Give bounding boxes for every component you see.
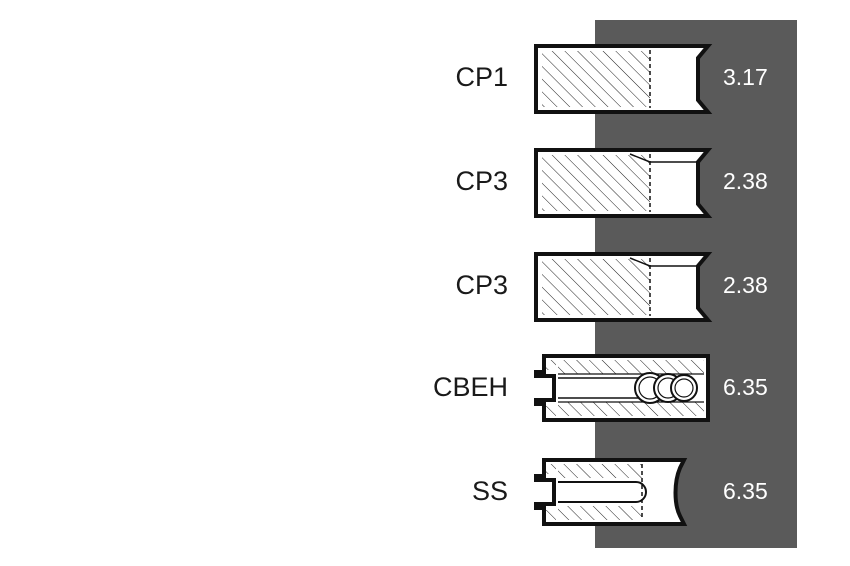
ring-width-value: 2.38 xyxy=(723,168,768,194)
slotted-oil-ring-profile-icon xyxy=(534,458,688,526)
ring-width-value: 6.35 xyxy=(723,374,768,400)
ring-row-ss: SS 6.35 xyxy=(0,458,850,528)
ring-width-value: 6.35 xyxy=(723,478,768,504)
taper-face-ring-profile-icon xyxy=(534,252,713,322)
ring-label: CBEH xyxy=(432,372,508,402)
ring-width-value: 2.38 xyxy=(723,272,768,298)
ring-label: SS xyxy=(471,476,508,506)
taper-face-ring-profile-icon xyxy=(534,148,713,218)
ring-row-cp1: CP1 3.17 xyxy=(0,44,850,114)
ring-label: CP1 xyxy=(455,62,508,92)
ring-row-cp3-second: CP3 2.38 xyxy=(0,252,850,322)
ring-label: CP3 xyxy=(455,270,508,300)
ring-row-cp3: CP3 2.38 xyxy=(0,148,850,218)
rectangular-ring-profile-icon xyxy=(534,44,713,114)
ring-width-value: 3.17 xyxy=(723,64,768,90)
ring-label: CP3 xyxy=(455,166,508,196)
ring-row-cbeh: CBEH 6.35 xyxy=(0,354,850,424)
oil-ring-with-expander-profile-icon xyxy=(534,354,710,422)
